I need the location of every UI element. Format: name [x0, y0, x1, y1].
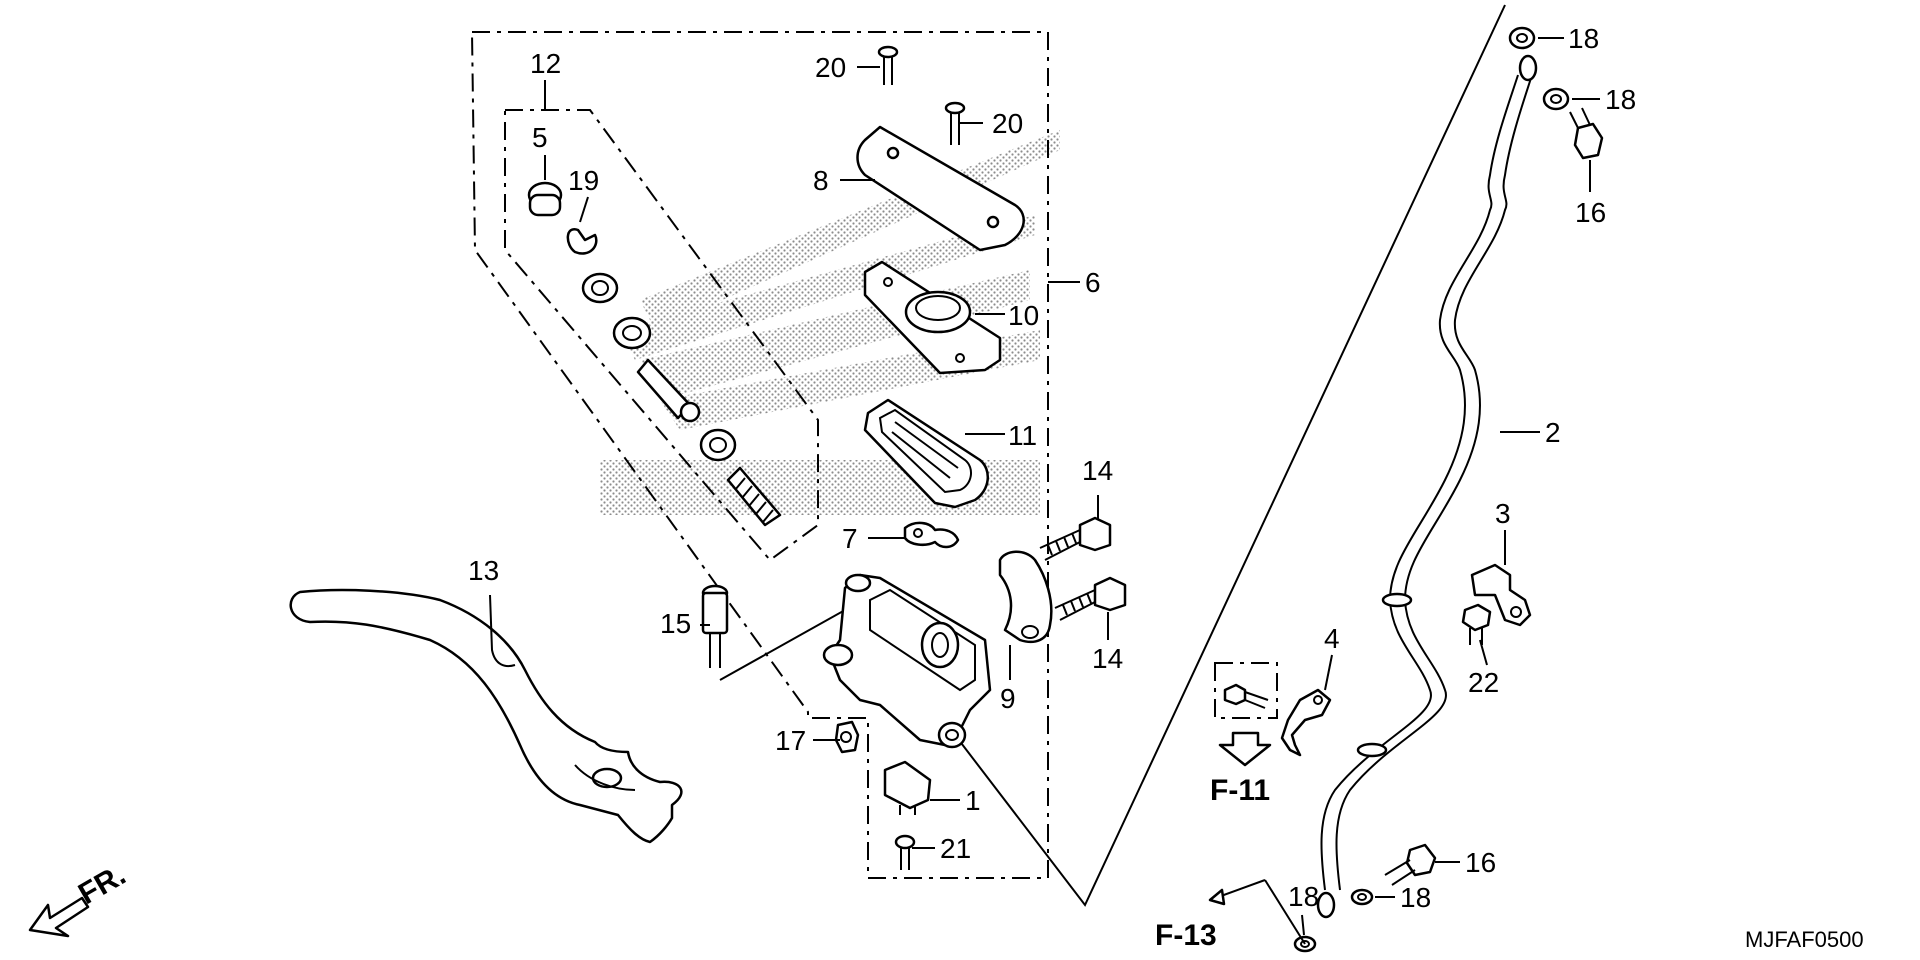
- callout-20b: 20: [992, 108, 1023, 139]
- bolt-16-lower: [1384, 843, 1437, 886]
- callout-13: 13: [468, 555, 499, 586]
- callout-11: 11: [1008, 420, 1037, 451]
- screw-20-top: [877, 45, 899, 85]
- clip-7: [903, 521, 960, 549]
- callout-7: 7: [842, 523, 858, 554]
- callout-16a: 16: [1575, 197, 1606, 228]
- clamp-3: [1470, 563, 1532, 627]
- callout-5: 5: [532, 122, 548, 153]
- callout-2: 2: [1545, 417, 1561, 448]
- f13-label[interactable]: F-13: [1155, 919, 1217, 952]
- callout-14a: 14: [1082, 455, 1113, 486]
- callout-20a: 20: [815, 52, 846, 83]
- assembly-6-outline: [470, 31, 1049, 879]
- callout-labels: 12 5 19 20 20 8 6 10 11 7 14 14 9 13 15 …: [468, 23, 1636, 913]
- pivot-bolt-15: [701, 584, 729, 668]
- stop-switch-1: [883, 760, 932, 815]
- callout-14b: 14: [1092, 643, 1123, 674]
- bolt-16-upper: [1569, 107, 1604, 160]
- shading: [600, 130, 1060, 515]
- callout-12: 12: [530, 48, 561, 79]
- callout-18d: 18: [1288, 881, 1319, 912]
- piston-kit-12: [527, 181, 782, 527]
- f13-reference: F-13: [1155, 879, 1306, 952]
- callout-19: 19: [568, 165, 599, 196]
- reference-arrow-icon: [1218, 731, 1272, 767]
- f11-label[interactable]: F-11: [1210, 774, 1270, 807]
- bolt-14-lower: [1054, 576, 1127, 621]
- washers-18: [1293, 26, 1570, 953]
- callout-1: 1: [965, 785, 981, 816]
- f11-reference: F-11: [1210, 662, 1278, 807]
- hose-guide-line-1: [954, 4, 1506, 907]
- front-arrow-icon: FR.: [28, 858, 131, 938]
- bolt-22: [1461, 603, 1492, 645]
- callout-15: 15: [660, 608, 691, 639]
- diaphragm-plate-10: [863, 260, 1002, 375]
- diaphragm-11: [863, 398, 989, 509]
- callout-21: 21: [940, 833, 971, 864]
- screw-20-second: [944, 101, 966, 145]
- brake-hose-2: [1316, 54, 1538, 919]
- callout-4: 4: [1324, 623, 1340, 654]
- diagram-code: MJFAF0500: [1745, 927, 1864, 952]
- callout-16b: 16: [1465, 847, 1496, 878]
- bolt-14-upper: [1039, 516, 1112, 561]
- nut-17: [834, 720, 860, 754]
- callout-6: 6: [1085, 267, 1101, 298]
- kit-12-bracket: [504, 109, 819, 562]
- callout-10: 10: [1008, 300, 1039, 331]
- leader-lines: [489, 37, 1600, 936]
- holder-9: [998, 550, 1053, 644]
- callout-18c: 18: [1400, 882, 1431, 913]
- lever-13: [289, 588, 683, 844]
- clamp-4: [1280, 688, 1332, 757]
- callout-9: 9: [1000, 683, 1016, 714]
- callout-18b: 18: [1605, 84, 1636, 115]
- callout-3: 3: [1495, 498, 1511, 529]
- callout-8: 8: [813, 165, 829, 196]
- reservoir-cover-8: [856, 125, 1025, 252]
- callout-17: 17: [775, 725, 806, 756]
- callout-22: 22: [1468, 667, 1499, 698]
- master-cylinder-body: [822, 573, 992, 749]
- screw-21: [894, 834, 916, 870]
- callout-18a: 18: [1568, 23, 1599, 54]
